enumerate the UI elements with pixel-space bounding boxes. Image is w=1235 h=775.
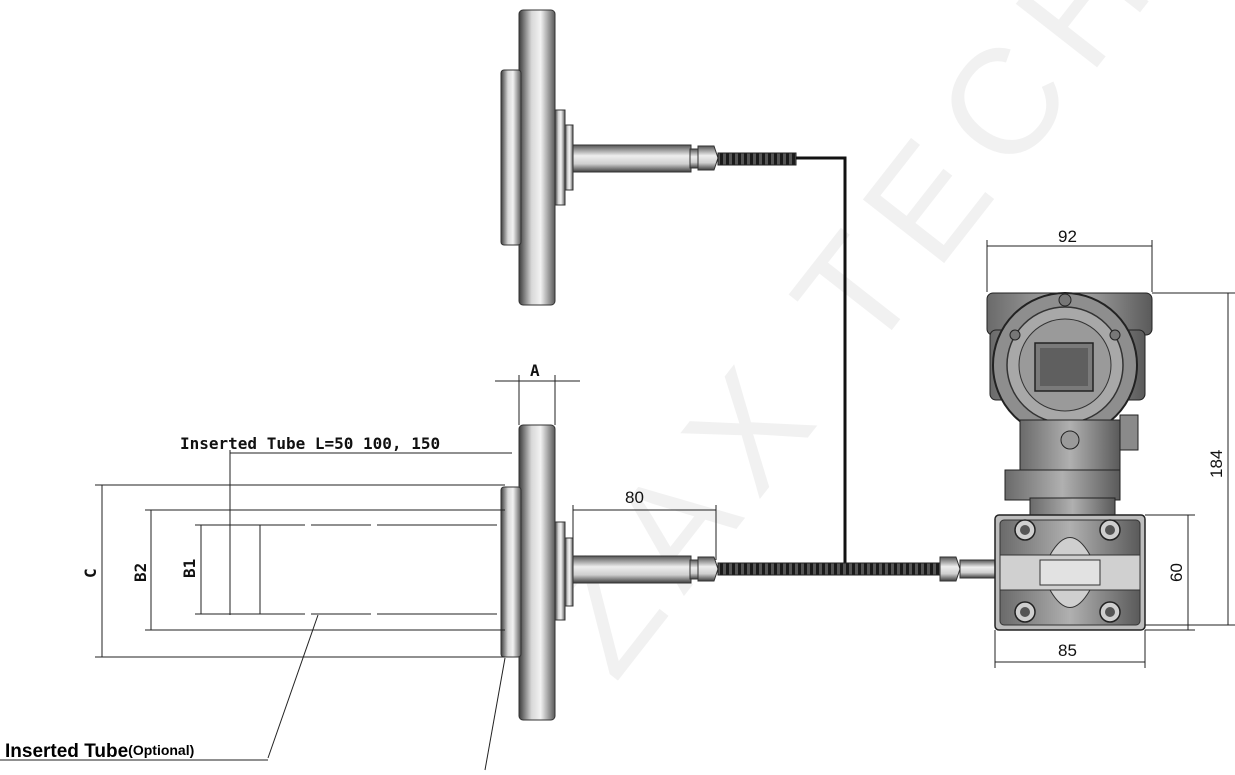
dimension-184: 184 bbox=[1145, 292, 1235, 626]
dimension-85-label: 85 bbox=[1058, 641, 1077, 660]
dimension-inserted-tube: Inserted Tube L=50 100, 150 bbox=[180, 434, 512, 615]
dimension-c-label: C bbox=[81, 568, 100, 578]
dimension-a-label: A bbox=[530, 361, 540, 380]
dimension-b2: B2 bbox=[131, 509, 505, 631]
inserted-tube-callout: Inserted Tube(Optional) bbox=[0, 614, 506, 771]
dimension-80-label: 80 bbox=[625, 488, 644, 507]
dimension-a: A bbox=[495, 361, 580, 425]
dimension-184-label: 184 bbox=[1207, 450, 1226, 478]
dimension-80: 80 bbox=[572, 488, 717, 560]
dimension-b1: B1 bbox=[180, 524, 500, 615]
top-diaphragm-seal bbox=[500, 9, 797, 306]
dimension-c: C bbox=[81, 484, 505, 658]
inserted-tube-callout-label: Inserted Tube(Optional) bbox=[5, 741, 194, 762]
bottom-diaphragm-seal bbox=[500, 424, 996, 721]
inserted-tube-optional-label: (Optional) bbox=[128, 742, 194, 758]
dimension-60-label: 60 bbox=[1167, 563, 1186, 582]
transmitter-housing bbox=[986, 292, 1153, 517]
dimension-b1-label: B1 bbox=[180, 559, 199, 578]
capillary-line bbox=[796, 156, 847, 566]
dimension-b2-label: B2 bbox=[131, 563, 150, 582]
dimension-60: 60 bbox=[1145, 514, 1195, 631]
transmitter-body bbox=[994, 514, 1146, 631]
dimension-92-label: 92 bbox=[1058, 227, 1077, 246]
inserted-tube-length-label: Inserted Tube L=50 100, 150 bbox=[180, 434, 440, 453]
dimension-85: 85 bbox=[994, 630, 1146, 668]
dimension-92: 92 bbox=[986, 227, 1153, 292]
inserted-tube-main-label: Inserted Tube bbox=[5, 741, 128, 762]
